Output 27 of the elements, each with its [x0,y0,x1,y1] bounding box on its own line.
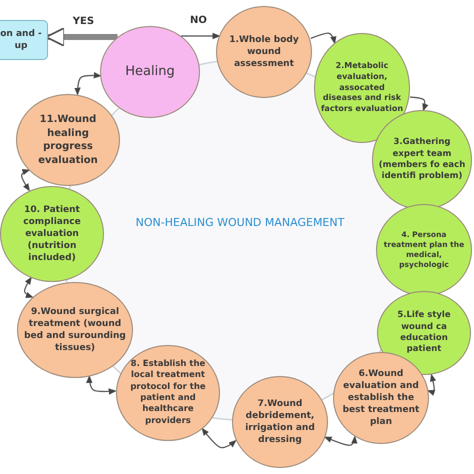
step-text: 6.Wound evaluation and establish the best treatment plan [342,368,420,428]
step-text: 3.Gathering expert team (members fo each identifi problem) [378,137,466,183]
step-text: 8. Establish the local treatment protocol for the patient and healthcare providers [129,358,207,428]
step-text: 2.Metabolic evaluation, assocated diseases and risk factors evaluation [320,61,404,115]
edge-label: NO [188,15,209,26]
process-box [0,20,48,60]
step-text: 9.Wound surgical treatment (wound bed and surounding tissues) [23,306,127,354]
step-text: 11.Wound healing progress evaluation [37,113,99,167]
step-text: on and -up [0,28,43,52]
edge-label: YES [70,16,96,27]
step-text: 1.Whole body wound assessment [228,34,300,70]
step-text: Healing [124,63,176,81]
arrow [427,374,436,396]
arrow [86,375,116,395]
arrow [74,72,102,96]
step-text: 5.Life style wound ca education patient [396,310,452,356]
diagram-title: NON-HEALING WOUND MANAGEMENT [134,216,346,229]
arrow [310,32,336,44]
arrow [324,436,358,446]
arrow [410,96,428,112]
arrow [21,169,30,192]
step-text: 7.Wound debridement, irrigation and dressing [244,398,316,446]
arrow [181,32,220,40]
step-text: 10. Patient compliance evaluation (nutrition included) [22,204,82,264]
arrow [24,276,34,298]
step-circle [0,186,104,282]
arrow [202,428,236,448]
